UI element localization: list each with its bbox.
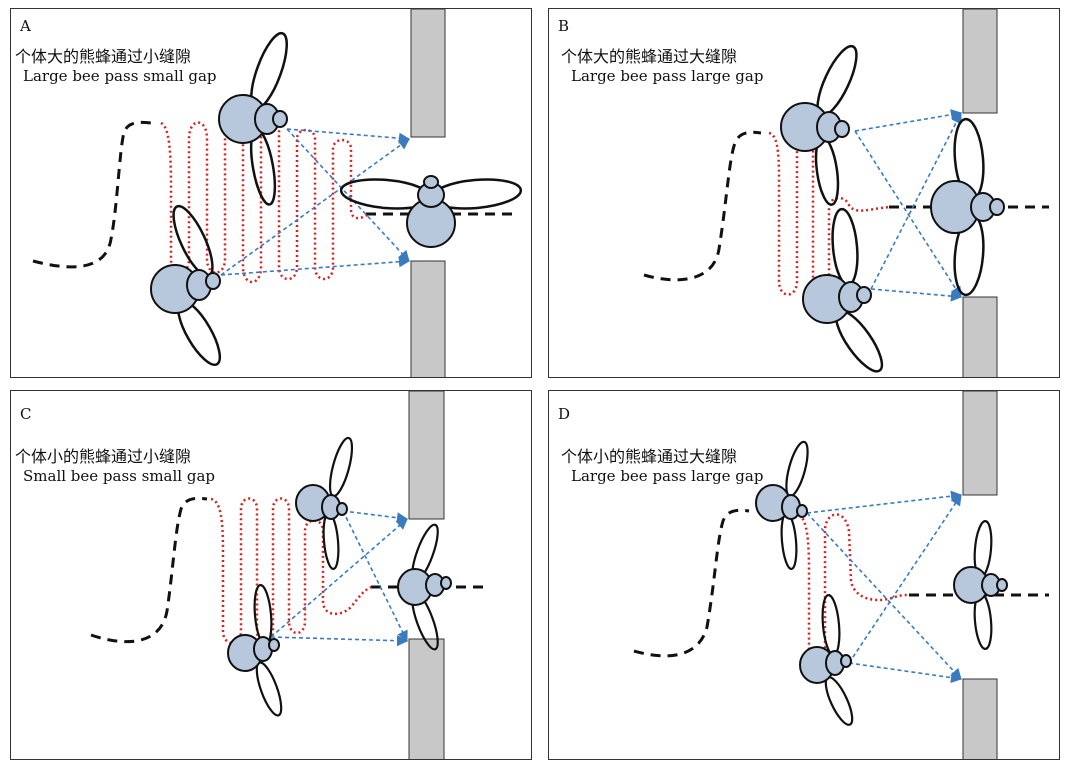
panel-d: D 个体小的熊蜂通过大缝隙 Large bee pass large gap (548, 390, 1060, 760)
panel-b: B 个体大的熊蜂通过大缝隙 Large bee pass large gap (548, 8, 1060, 378)
bumblebee-passing (953, 519, 1008, 651)
gaze-arrows (854, 109, 963, 302)
bumblebee (150, 204, 222, 366)
panel-title-en: Large bee pass large gap (571, 67, 764, 85)
panel-title-en: Large bee pass small gap (23, 67, 217, 85)
panel-b-diagram (643, 9, 1049, 377)
bumblebee-passing (930, 117, 1005, 297)
bumblebee (799, 594, 854, 726)
panel-a-diagram (32, 9, 523, 377)
bumblebee (780, 44, 858, 206)
wall-top (962, 9, 998, 114)
gaze-arrows (270, 510, 409, 647)
bumblebee (802, 207, 884, 373)
approach-flight-path (32, 120, 152, 269)
wall-top (410, 9, 446, 138)
bumblebee (755, 440, 809, 571)
wall-bottom (962, 678, 998, 759)
panel-title-cn: 个体小的熊蜂通过大缝隙 (561, 447, 738, 466)
bumblebee (218, 31, 288, 206)
panel-title-cn: 个体大的熊蜂通过小缝隙 (15, 47, 192, 66)
panel-title-cn: 个体小的熊蜂通过小缝隙 (15, 447, 192, 466)
panel-title-en: Large bee pass large gap (571, 467, 764, 485)
wall-top (408, 391, 445, 520)
panel-d-diagram (633, 391, 1049, 759)
panel-letter: C (20, 405, 32, 423)
panel-letter: A (20, 17, 31, 35)
approach-flight-path (90, 496, 208, 644)
gaze-arrows (220, 128, 411, 276)
bumblebee-passing (397, 523, 452, 651)
panel-a: A 个体大的熊蜂通过小缝隙 Large bee pass small gap (10, 8, 532, 378)
panel-letter: B (558, 17, 570, 35)
wall-bottom (408, 638, 445, 759)
wall-bottom (962, 296, 998, 377)
panel-title-cn: 个体大的熊蜂通过大缝隙 (561, 47, 738, 66)
scanning-flight-path (798, 513, 910, 671)
panel-title-en: Small bee pass small gap (23, 467, 216, 485)
panel-letter: D (558, 405, 571, 423)
panel-c: C 个体小的熊蜂通过小缝隙 Small bee pass small gap (10, 390, 532, 760)
gaze-arrows (806, 490, 963, 684)
panel-c-diagram (90, 391, 489, 759)
bumblebee (227, 584, 283, 717)
wall-top (962, 391, 998, 496)
bumblebee (295, 436, 354, 571)
bumblebee-passing (339, 175, 523, 248)
approach-flight-path (643, 130, 762, 282)
approach-flight-path (633, 508, 750, 658)
wall-bottom (410, 260, 446, 377)
scanning-flight-path (768, 131, 890, 308)
